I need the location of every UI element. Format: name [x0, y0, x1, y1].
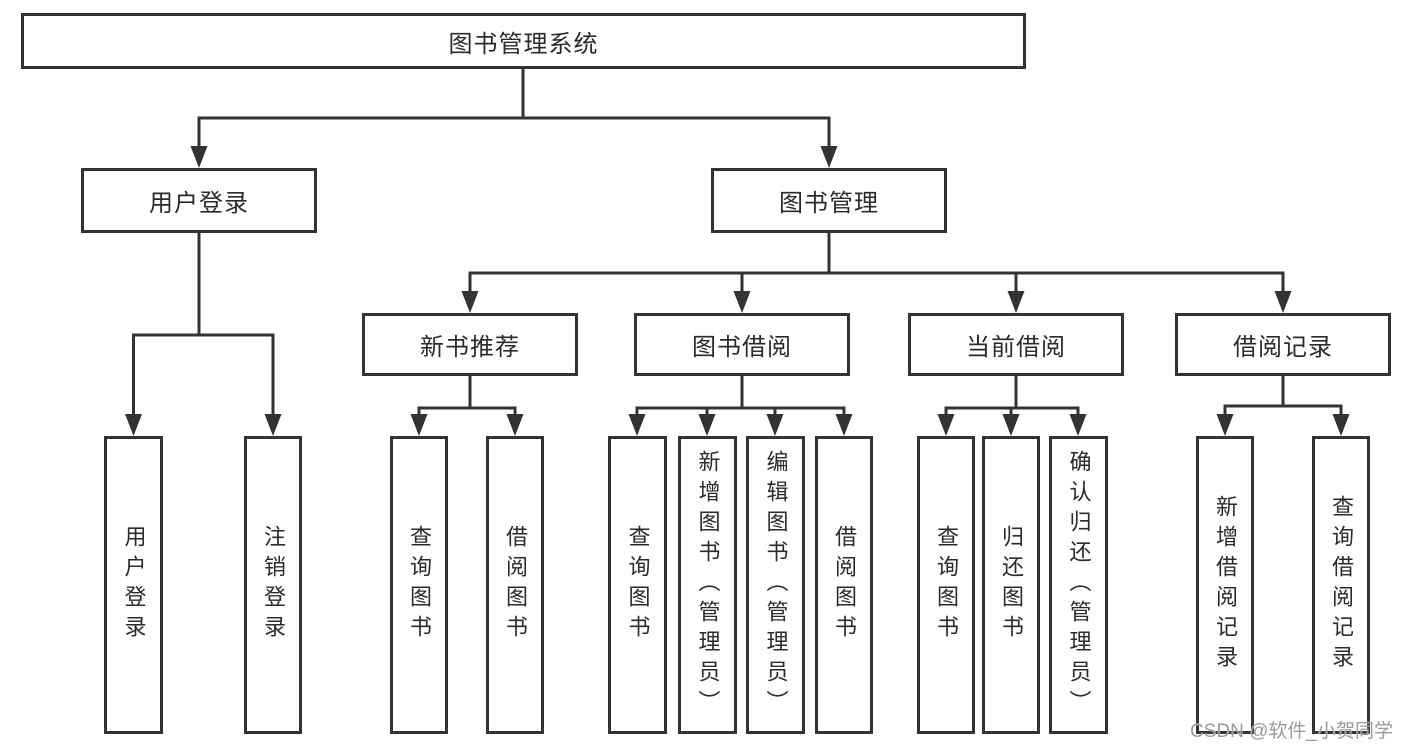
leaf-borrow-borrow-label: 借阅图书	[832, 525, 857, 645]
leaf-user-login-label: 用户登录	[121, 525, 147, 645]
leaf-borrow-query: 查询图书	[608, 436, 667, 734]
arrow-down-icon	[1002, 414, 1020, 436]
csdn-watermark: CSDN @软件_小贺同学	[1190, 721, 1393, 742]
node-new-book-recommend-label: 新书推荐	[420, 334, 520, 361]
leaf-newbook-borrow: 借阅图书	[486, 436, 544, 734]
arrow-down-icon	[461, 291, 479, 313]
arrow-down-icon	[1216, 414, 1234, 436]
leaf-borrow-query-label: 查询图书	[625, 525, 651, 645]
leaf-records-query-label: 查询借阅记录	[1329, 495, 1354, 675]
leaf-current-confirm-admin: 确认归还（管理员）	[1049, 436, 1108, 734]
leaf-records-query: 查询借阅记录	[1312, 436, 1370, 734]
arrow-down-icon	[190, 146, 208, 168]
arrow-down-icon	[698, 414, 716, 436]
arrow-down-icon	[835, 414, 853, 436]
node-new-book-recommend: 新书推荐	[362, 313, 578, 376]
leaf-current-return-label: 归还图书	[999, 525, 1024, 645]
arrow-down-icon	[1007, 291, 1025, 313]
arrow-down-icon	[410, 414, 428, 436]
leaf-records-add-label: 新增借阅记录	[1213, 495, 1238, 675]
leaf-current-return: 归还图书	[982, 436, 1040, 734]
leaf-newbook-query: 查询图书	[390, 436, 448, 734]
node-book-management: 图书管理	[711, 168, 947, 233]
leaf-current-confirm-admin-label: 确认归还（管理员）	[1066, 450, 1092, 720]
arrow-down-icon	[820, 146, 838, 168]
arrow-down-icon	[1069, 414, 1087, 436]
node-root: 图书管理系统	[21, 13, 1026, 69]
leaf-current-query-label: 查询图书	[934, 525, 959, 645]
leaf-newbook-borrow-label: 借阅图书	[503, 525, 528, 645]
leaf-borrow-edit-admin: 编辑图书（管理员）	[746, 436, 805, 734]
leaf-current-query: 查询图书	[917, 436, 975, 734]
arrow-down-icon	[937, 414, 955, 436]
node-user-login: 用户登录	[81, 168, 317, 233]
leaf-borrow-add-admin: 新增图书（管理员）	[678, 436, 737, 734]
node-book-borrow: 图书借阅	[634, 313, 850, 376]
node-root-label: 图书管理系统	[448, 30, 599, 58]
leaf-user-login: 用户登录	[104, 436, 163, 734]
arrow-down-icon	[506, 414, 524, 436]
leaf-records-add: 新增借阅记录	[1196, 436, 1254, 734]
arrow-down-icon	[125, 414, 142, 436]
leaf-borrow-add-admin-label: 新增图书（管理员）	[695, 450, 721, 720]
connector-spines	[132, 67, 1343, 418]
leaf-logout-label: 注销登录	[261, 525, 286, 645]
leaf-logout: 注销登录	[244, 436, 302, 734]
node-book-management-label: 图书管理	[779, 190, 879, 217]
leaf-newbook-query-label: 查询图书	[407, 525, 432, 645]
node-user-login-label: 用户登录	[149, 190, 249, 217]
arrow-down-icon	[1332, 414, 1350, 436]
node-book-borrow-label: 图书借阅	[692, 334, 792, 361]
node-borrow-records: 借阅记录	[1175, 313, 1391, 376]
arrow-down-icon	[264, 414, 282, 436]
arrowhead-icons	[125, 146, 1350, 436]
arrow-down-icon	[628, 414, 646, 436]
node-borrow-records-label: 借阅记录	[1233, 334, 1333, 361]
arrow-down-icon	[1274, 291, 1292, 313]
leaf-borrow-borrow: 借阅图书	[815, 436, 873, 734]
leaf-borrow-edit-admin-label: 编辑图书（管理员）	[763, 450, 789, 720]
node-current-borrow-label: 当前借阅	[966, 334, 1066, 361]
node-current-borrow: 当前借阅	[908, 313, 1124, 376]
arrow-down-icon	[733, 291, 751, 313]
arrow-down-icon	[766, 414, 784, 436]
